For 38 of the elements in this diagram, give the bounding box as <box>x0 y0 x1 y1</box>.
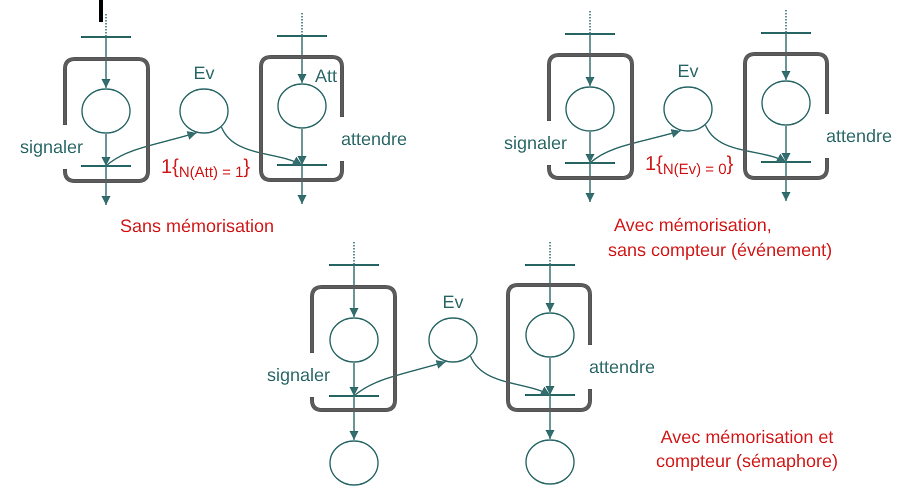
caption: Sans mémorisation <box>120 215 274 238</box>
arrow <box>298 166 306 204</box>
caption: sans compteur (événement) <box>608 239 832 262</box>
frame-label: attendre <box>826 127 892 145</box>
arrow <box>590 129 681 164</box>
place-label: Ev <box>194 64 214 82</box>
arrow <box>102 167 110 205</box>
arrow <box>586 34 594 86</box>
arrow <box>586 132 594 163</box>
arrow <box>546 358 554 395</box>
place-label: Att <box>315 67 337 85</box>
arrow <box>704 124 786 163</box>
arrow <box>102 37 110 88</box>
caption: Avec mémorisation et compteur (sémaphore) <box>654 426 840 473</box>
frame-label: attendre <box>589 358 656 376</box>
arrow <box>298 129 306 165</box>
caption: Avec mémorisation, <box>614 214 772 237</box>
frame-label: signaler <box>266 366 330 384</box>
arrow <box>586 164 594 202</box>
arrow <box>354 360 446 397</box>
arrow <box>298 36 306 83</box>
arrow <box>470 356 550 396</box>
arrow <box>782 126 790 162</box>
place-label: Ev <box>678 62 698 80</box>
frame-label: signaler <box>504 134 567 152</box>
arrow <box>350 363 358 396</box>
frame-label: signaler <box>20 138 83 156</box>
arrow <box>782 163 790 201</box>
frame-label: attendre <box>341 130 408 148</box>
arrow <box>350 265 358 317</box>
arrow <box>546 265 554 312</box>
arrow <box>782 33 790 80</box>
arrow <box>102 134 110 166</box>
arrow <box>350 396 358 440</box>
arrow <box>546 395 554 439</box>
arrow <box>106 131 197 167</box>
place-label: Ev <box>442 293 464 311</box>
arrow <box>220 126 302 166</box>
